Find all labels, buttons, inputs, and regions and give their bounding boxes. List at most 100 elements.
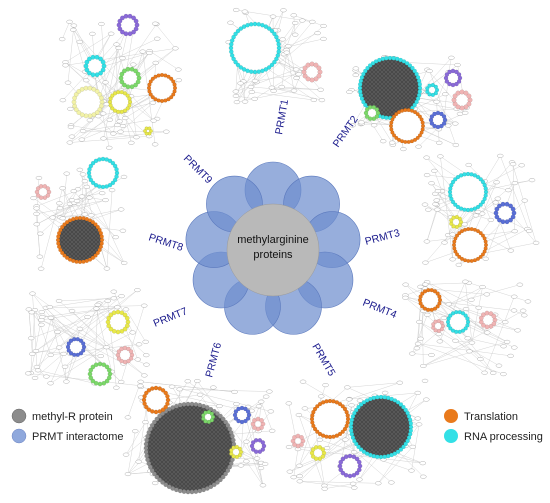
node [153,409,159,415]
node [465,323,470,328]
node [163,482,169,488]
node [420,363,427,368]
edge [83,130,167,132]
node [432,202,439,207]
node [352,66,360,71]
node [388,480,395,485]
node [177,488,183,494]
node [124,472,132,477]
edge [81,124,118,140]
node [358,402,364,407]
node [38,310,45,315]
node [245,409,251,414]
node [149,129,153,133]
node [150,386,155,391]
node [74,259,79,264]
network-prmt5-purple-ring [337,453,363,479]
node [243,406,248,412]
node [89,31,96,36]
node [231,389,238,394]
node [468,297,475,302]
node [149,468,155,473]
node [110,296,118,301]
node [90,378,96,384]
node [445,302,453,307]
node [83,184,90,189]
node [269,28,275,34]
node [153,385,159,391]
node [229,451,234,456]
node [94,72,100,78]
legend-interactome-swatch [11,428,27,444]
node [313,456,319,461]
node [403,407,408,413]
node [447,189,453,195]
node [391,56,396,61]
node [401,404,406,410]
node [105,319,111,325]
node [70,27,77,32]
node [165,394,170,399]
node [197,402,203,408]
node [76,167,84,172]
network-prmt6-green-ring [201,410,216,424]
node [113,385,120,390]
node [237,453,242,458]
node [99,111,107,116]
node [283,50,290,55]
node [299,379,307,384]
label-prmt9: PRMT9 [181,153,215,187]
node [451,215,456,220]
edge [155,23,176,49]
node [33,364,41,369]
node [78,351,84,356]
node [110,131,117,136]
network-prmt9-edges [58,18,182,150]
node [472,213,480,218]
node [466,93,472,99]
node [181,402,187,407]
node [321,486,328,491]
node [144,131,149,136]
node [66,140,74,145]
node [389,127,394,132]
node [137,379,144,384]
node [274,56,279,62]
node [153,97,158,102]
legend-interactome-label: PRMT interactome [32,431,124,443]
node [434,189,442,194]
node [352,410,357,416]
network-prmt3-yellow-ring [449,215,464,229]
edge [260,401,273,431]
node [425,86,430,91]
node [276,45,282,51]
edge [448,57,452,72]
node [415,112,420,117]
node [169,95,174,100]
node [234,445,239,450]
edge [431,183,530,232]
node [272,59,277,65]
node [154,36,161,41]
node [227,20,234,25]
node [402,295,409,300]
node [457,223,462,228]
node [128,140,135,145]
edge [30,319,42,374]
node [55,298,63,303]
node [507,353,514,358]
edge [62,21,70,40]
node [150,409,155,414]
node [101,380,107,386]
node [84,258,89,263]
node [276,49,281,54]
node [106,117,113,122]
node [433,198,440,203]
node [139,49,146,54]
node [449,218,454,223]
node [356,444,361,450]
node [90,220,95,225]
node [231,441,237,447]
node [81,212,89,217]
node [141,397,147,403]
